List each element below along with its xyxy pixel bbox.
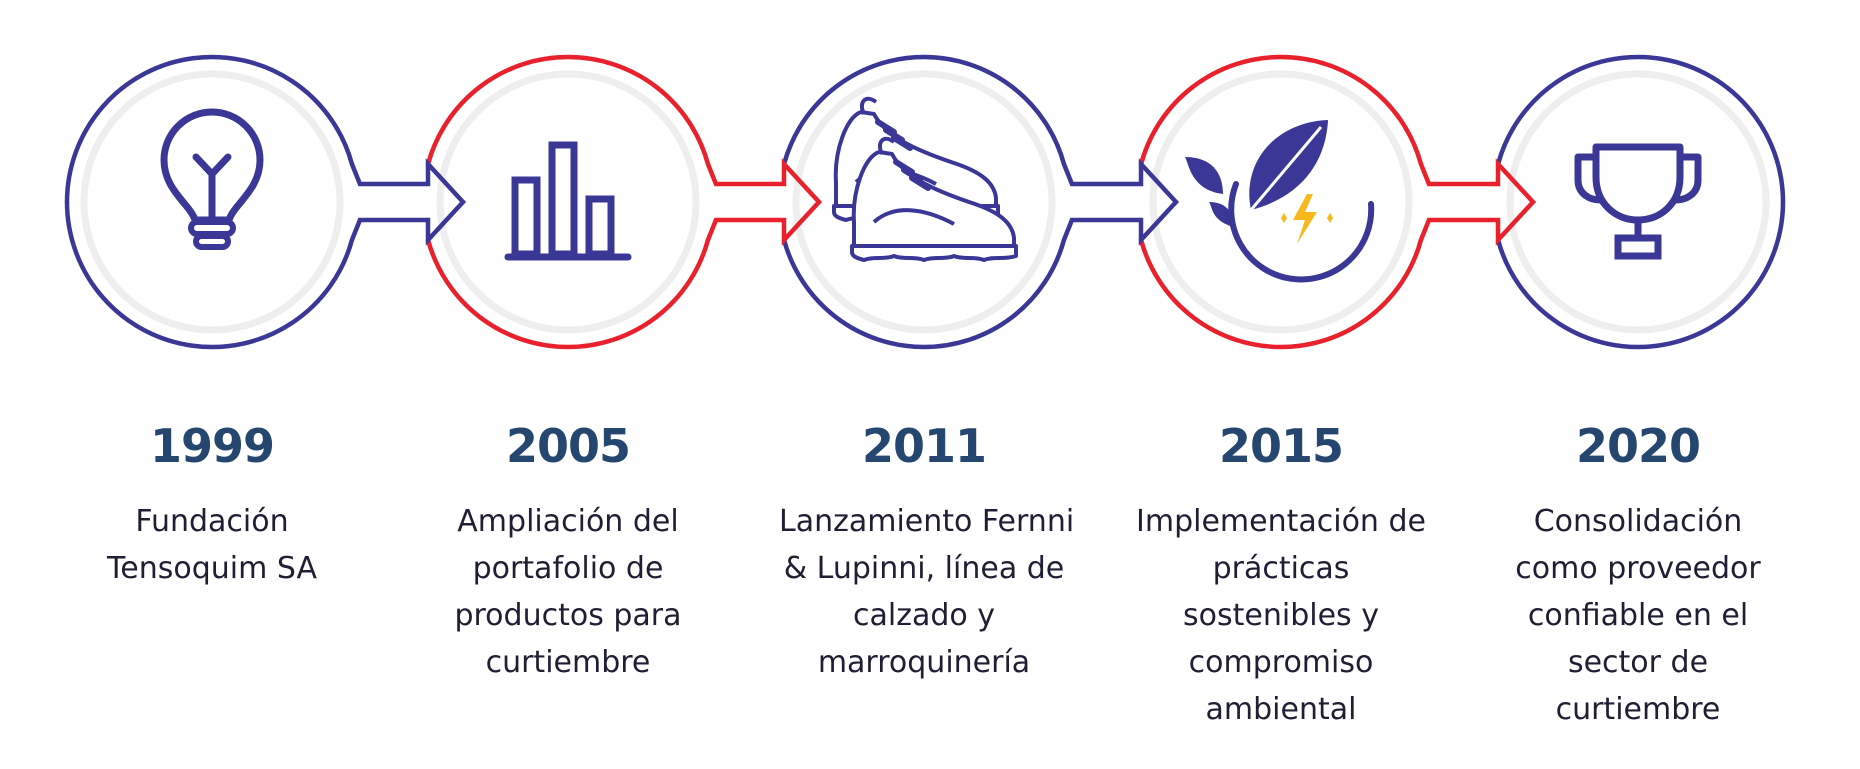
milestone-description-2011: Lanzamiento Fernni & Lupinni, línea de c… [779,498,1075,686]
description-line: curtiembre [1555,692,1721,727]
description-line: Consolidación [1533,504,1743,539]
trophy-handle-right [1675,153,1702,204]
description-line: Implementación de [1136,504,1426,539]
bulb-base-ring [188,219,236,237]
milestone-year-2015: 2015 [1218,419,1344,473]
trophy-icon [1574,143,1702,260]
ring-arc-top [425,54,711,167]
bulb-glass [160,108,264,224]
description-line: Ampliación del [457,504,679,539]
inner-ring [1149,70,1413,334]
milestone-year-1999: 1999 [149,419,275,473]
inner-ring [436,70,700,334]
description-line: compromiso [1188,645,1374,680]
trophy-cup [1592,143,1684,224]
description-line: productos para [454,598,682,633]
description-line: como proveedor [1515,551,1761,586]
description-line: Lanzamiento Fernni [779,504,1075,539]
inner-ring [80,70,344,334]
inner-ring [792,70,1056,334]
description-line: Tensoquim SA [107,551,317,586]
sneaker-front [850,136,1018,262]
description-line: & Lupinni, línea de [783,551,1065,586]
description-line: prácticas [1212,551,1350,586]
shoe-panel [872,208,955,226]
bar-tall [548,141,578,258]
description-line: Fundación [135,504,289,539]
small-leaf-top [1256,150,1280,190]
connector-arrow [1418,158,1537,246]
ring-arc-top [781,54,1067,167]
lightbulb-icon [160,108,264,250]
ring-arc-top [64,54,355,205]
eco-energy-icon [1185,120,1375,283]
shoe-heel-tab [877,136,896,155]
ring-arc-bottom [1495,199,1786,350]
description-line: marroquinería [817,645,1031,680]
trophy-base [1614,234,1662,260]
sparkle-right [1327,213,1333,223]
milestone-description-2015: Implementación de prácticas sostenibles … [1136,498,1426,733]
ring-arc-bottom [781,237,1067,350]
description-line: sostenibles y [1183,598,1379,633]
bar-short [511,176,541,258]
description-line: sector de [1567,645,1709,680]
inner-ring [1506,70,1770,334]
description-line: portafolio de [472,551,664,586]
ring-arc-top [1495,54,1786,205]
bulb-base-tip [193,233,231,250]
trophy-handle-left [1574,153,1601,204]
shoe-sole [850,244,1018,262]
ring-arc-top [1138,54,1424,167]
sneakers-icon [832,96,1018,262]
shoe-laces [875,119,913,151]
milestone-year-2011: 2011 [861,419,987,473]
ring-arc-bottom [1138,237,1424,350]
milestone-year-2020: 2020 [1575,419,1701,473]
connector-arrow [1061,158,1180,246]
description-line: curtiembre [485,645,651,680]
milestone-year-2005: 2005 [505,419,631,473]
bar-chart-icon [504,141,632,261]
sparkle-left [1281,213,1287,223]
ring-arc-bottom [64,199,355,350]
shoe-heel-tab [859,96,878,115]
shoe-laces [893,159,931,191]
leaf-vein [1249,126,1323,211]
small-leaf-left [1185,157,1223,194]
ring-arc-bottom [425,237,711,350]
bulb-filament [192,153,232,222]
milestone-description-2005: Ampliación del portafolio de productos p… [423,498,713,686]
description-line: confiable en el [1527,598,1749,633]
milestone-description-1999: Fundación Tensoquim SA [67,498,357,592]
connector-arrow [705,158,823,246]
connector-arrow [349,158,467,246]
description-line: ambiental [1205,692,1357,727]
arrows-layer [349,158,1537,246]
lightning-bolt [1293,194,1317,244]
small-leaf-bottom [1209,202,1234,227]
rings-layer [64,54,1786,350]
description-line: calzado y [852,598,996,633]
milestone-description-2020: Consolidación como proveedor confiable e… [1493,498,1783,733]
icons-layer [160,96,1702,283]
bar-medium [585,195,615,258]
